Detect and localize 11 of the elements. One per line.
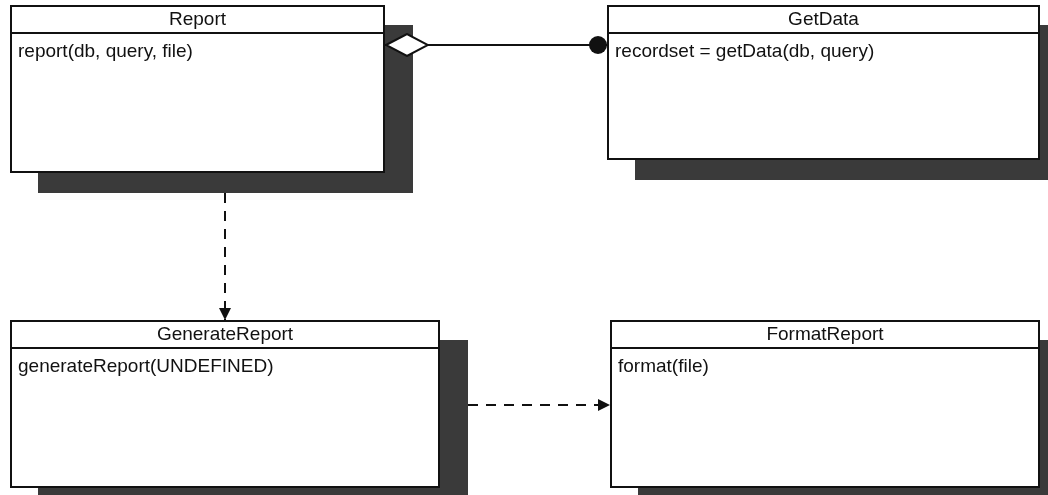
dependency-arrow [219,192,231,321]
method-signature: format(file) [617,354,710,378]
method-signature: recordset = getData(db, query) [614,39,876,63]
dependency-arrow [467,399,611,411]
class-name: Report [12,7,383,34]
method-signature: generateReport(UNDEFINED) [17,354,275,378]
aggregation-line [384,33,608,57]
class-name: GetData [609,7,1038,34]
method-signature: report(db, query, file) [17,39,194,63]
class-name: GenerateReport [12,322,438,349]
class-name: FormatReport [612,322,1038,349]
